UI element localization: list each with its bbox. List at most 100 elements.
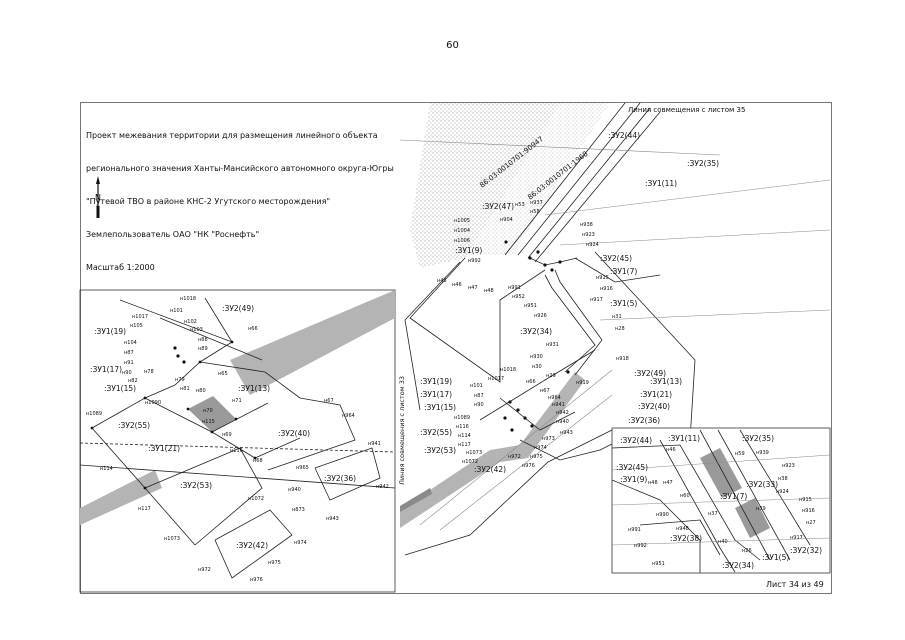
point-label: н990 (656, 512, 669, 518)
point-label: н924 (776, 489, 789, 495)
zone-label: :ЗУ2(53) (180, 481, 212, 490)
zone-label: :ЗУ2(49) (222, 304, 254, 313)
point-label: н943 (560, 430, 573, 436)
point-label: н976 (522, 463, 535, 469)
point-label: н992 (468, 258, 481, 264)
point-label: н916 (802, 508, 815, 514)
point-label: н105 (130, 323, 143, 329)
point-label: н58 (530, 209, 540, 215)
zone-label: :ЗУ2(33) (746, 480, 778, 489)
point-label: н991 (508, 285, 521, 291)
zone-label: :ЗУ2(36) (324, 474, 356, 483)
zone-label: :ЗУ2(55) (118, 421, 150, 430)
zone-label: :ЗУ2(45) (616, 463, 648, 472)
point-label: н115 (202, 419, 215, 425)
point-label: н26 (742, 548, 752, 554)
point-label: н38 (778, 476, 788, 482)
point-label: н90 (474, 402, 484, 408)
point-label: н102 (184, 319, 197, 325)
zone-label: :ЗУ1(19) (94, 327, 126, 336)
map-sheet-frame (80, 102, 832, 594)
highlight-parcel (735, 498, 770, 538)
zone-label: :ЗУ1(21) (148, 444, 180, 453)
north-label: N (95, 193, 101, 202)
point-label: н1072 (462, 459, 478, 465)
point-label: н919 (576, 380, 589, 386)
point-label: н939 (756, 450, 769, 456)
zone-label: :ЗУ2(55) (420, 428, 452, 437)
zone-label: :ЗУ1(21) (640, 390, 672, 399)
title-line: "Путевой ТВО в районе КНС-2 Угутского ме… (86, 197, 331, 206)
point-label: н1017 (132, 314, 148, 320)
zone-label: :ЗУ2(45) (600, 254, 632, 263)
point-label: н942 (376, 484, 389, 490)
point-label: н53 (515, 202, 525, 208)
point-label: н904 (500, 217, 513, 223)
zone-label: :ЗУ1(19) (420, 377, 452, 386)
forest-hatch-area (410, 103, 560, 268)
point-label: н48 (648, 480, 658, 486)
main-map-panel: 86:03:0010701:90947 86:03:0010701:1968 :… (400, 103, 830, 556)
point-label: н90 (122, 370, 132, 376)
point-label: н951 (524, 303, 537, 309)
road-band (80, 470, 162, 525)
north-arrow-icon: N (95, 176, 101, 218)
zone-label: :ЗУ2(34) (722, 561, 754, 570)
point-label: н975 (268, 560, 281, 566)
point-label: н918 (616, 356, 629, 362)
point-label: н67 (540, 388, 550, 394)
point-label: н930 (530, 354, 543, 360)
point-label: н972 (198, 567, 211, 573)
point-label: н1089 (86, 411, 102, 417)
zone-label: :ЗУ1(15) (424, 403, 456, 412)
point-label: н30 (532, 364, 542, 370)
point-label: н937 (530, 200, 543, 206)
zone-label: :ЗУ1(13) (650, 377, 682, 386)
road-band (230, 290, 395, 395)
point-label: н1072 (248, 496, 264, 502)
point-label: н991 (628, 527, 641, 533)
point-label: н117 (138, 506, 151, 512)
zone-label: :ЗУ1(11) (668, 434, 700, 443)
point-label: н1018 (500, 367, 516, 373)
point-label: н992 (634, 543, 647, 549)
point-label: н60 (680, 493, 690, 499)
point-label: н943 (326, 516, 339, 522)
zone-label: :ЗУ2(38) (670, 534, 702, 543)
highlight-parcel (700, 448, 742, 498)
zone-label: :ЗУ2(35) (742, 434, 774, 443)
point-label: н973 (542, 436, 555, 442)
point-label: н103 (190, 327, 203, 333)
point-label: н942 (556, 410, 569, 416)
point-label: н116 (456, 424, 469, 430)
point-label: н81 (180, 386, 190, 392)
point-label: н80 (196, 388, 206, 394)
point-label: н931 (546, 342, 559, 348)
left-detail-panel: :ЗУ2(49) :ЗУ1(19) :ЗУ1(17) :ЗУ1(15) :ЗУ1… (79, 289, 396, 593)
zone-label: :ЗУ1(7) (610, 267, 637, 276)
point-label: н45 (437, 278, 447, 284)
sheet-number-label: Лист 34 из 49 (766, 580, 824, 589)
point-label: н79 (175, 377, 185, 383)
zone-label: :ЗУ1(9) (455, 246, 482, 255)
zone-label: :ЗУ2(35) (687, 159, 719, 168)
zone-label: :ЗУ2(49) (634, 369, 666, 378)
inset-map-panel: :ЗУ2(44) :ЗУ1(11) :ЗУ2(35) :ЗУ2(45) :ЗУ1… (611, 427, 831, 574)
road-band (400, 372, 585, 528)
point-label: н78 (144, 369, 154, 375)
zone-label: :ЗУ2(40) (638, 402, 670, 411)
zone-label: :ЗУ2(53) (424, 446, 456, 455)
point-label: н101 (470, 383, 483, 389)
point-label: н116 (230, 448, 243, 454)
point-label: н873 (292, 507, 305, 513)
point-label: н37 (708, 511, 718, 517)
zone-label: :ЗУ1(13) (238, 384, 270, 393)
point-label: н940 (288, 487, 301, 493)
point-label: н952 (512, 294, 525, 300)
point-label: н924 (586, 242, 599, 248)
zone-label: :ЗУ1(5) (610, 299, 637, 308)
zone-label: :ЗУ2(44) (620, 436, 652, 445)
point-label: н27 (806, 520, 816, 526)
zone-label: :ЗУ1(15) (104, 384, 136, 393)
scale-line: Масштаб 1:2000 (86, 263, 155, 272)
